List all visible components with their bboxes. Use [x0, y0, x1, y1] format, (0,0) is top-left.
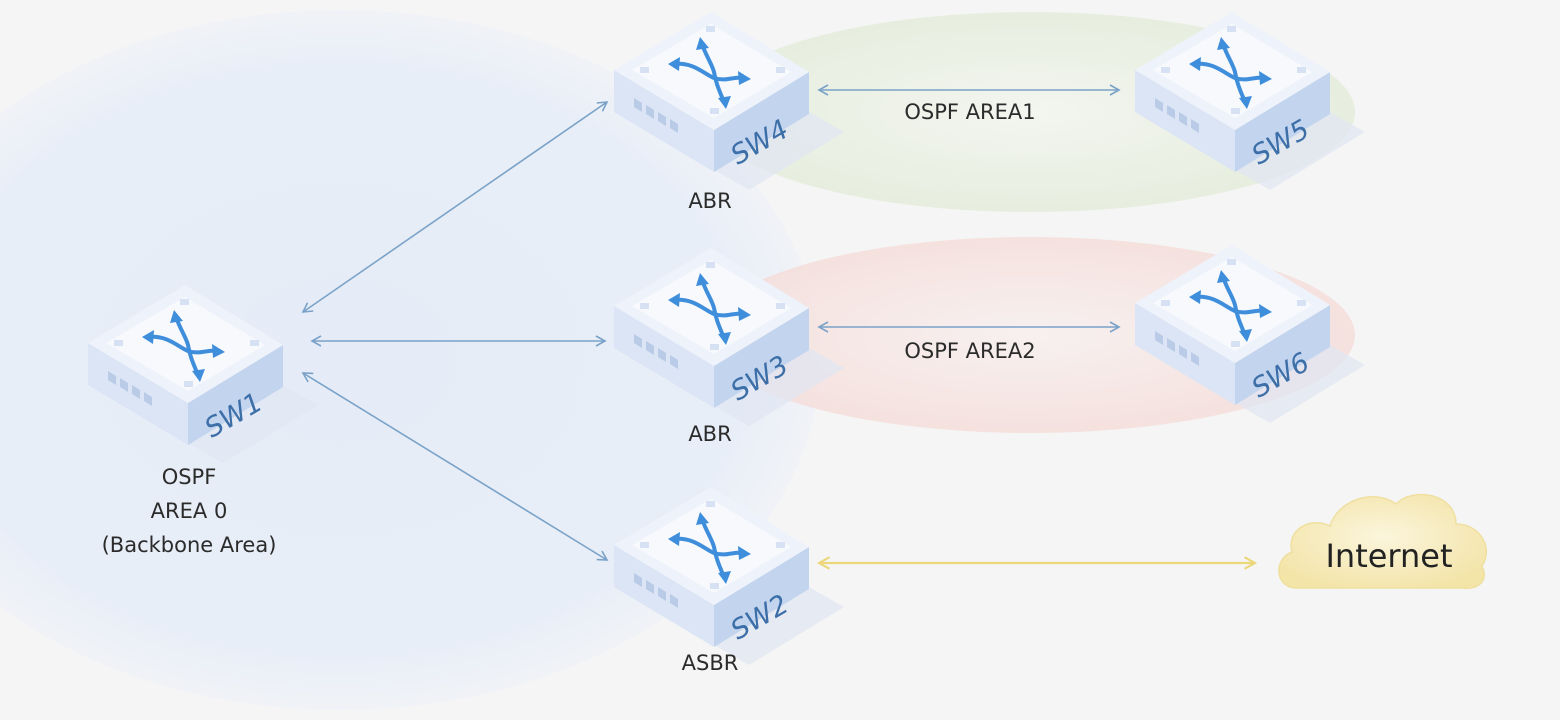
sw3-role-label: ABR	[688, 422, 732, 446]
backbone-area-line3: (Backbone Area)	[101, 533, 277, 557]
area1-label: OSPF AREA1	[904, 100, 1036, 124]
link-sw1-sw2	[301, 372, 609, 561]
backbone-area-line2: AREA 0	[150, 499, 228, 523]
switch-sw6[interactable]: SW6	[1133, 243, 1367, 425]
switch-sw2[interactable]: SW2	[612, 485, 846, 667]
switch-sw3[interactable]: SW3	[612, 246, 846, 428]
sw4-role-label: ABR	[688, 189, 732, 213]
backbone-area-line1: OSPF	[161, 465, 217, 489]
backbone-area-label: OSPF AREA 0 (Backbone Area)	[102, 460, 277, 562]
area0-backbone-region	[0, 10, 820, 710]
area2-label: OSPF AREA2	[904, 339, 1036, 363]
link-sw1-sw4	[301, 101, 609, 313]
internet-label: Internet	[1325, 537, 1453, 575]
sw2-role-label: ASBR	[681, 651, 739, 675]
internet-cloud-icon[interactable]	[1278, 493, 1488, 590]
switch-sw4[interactable]: SW4	[612, 10, 846, 192]
switch-sw5[interactable]: SW5	[1133, 10, 1367, 192]
switch-sw1[interactable]: SW1	[86, 283, 320, 465]
